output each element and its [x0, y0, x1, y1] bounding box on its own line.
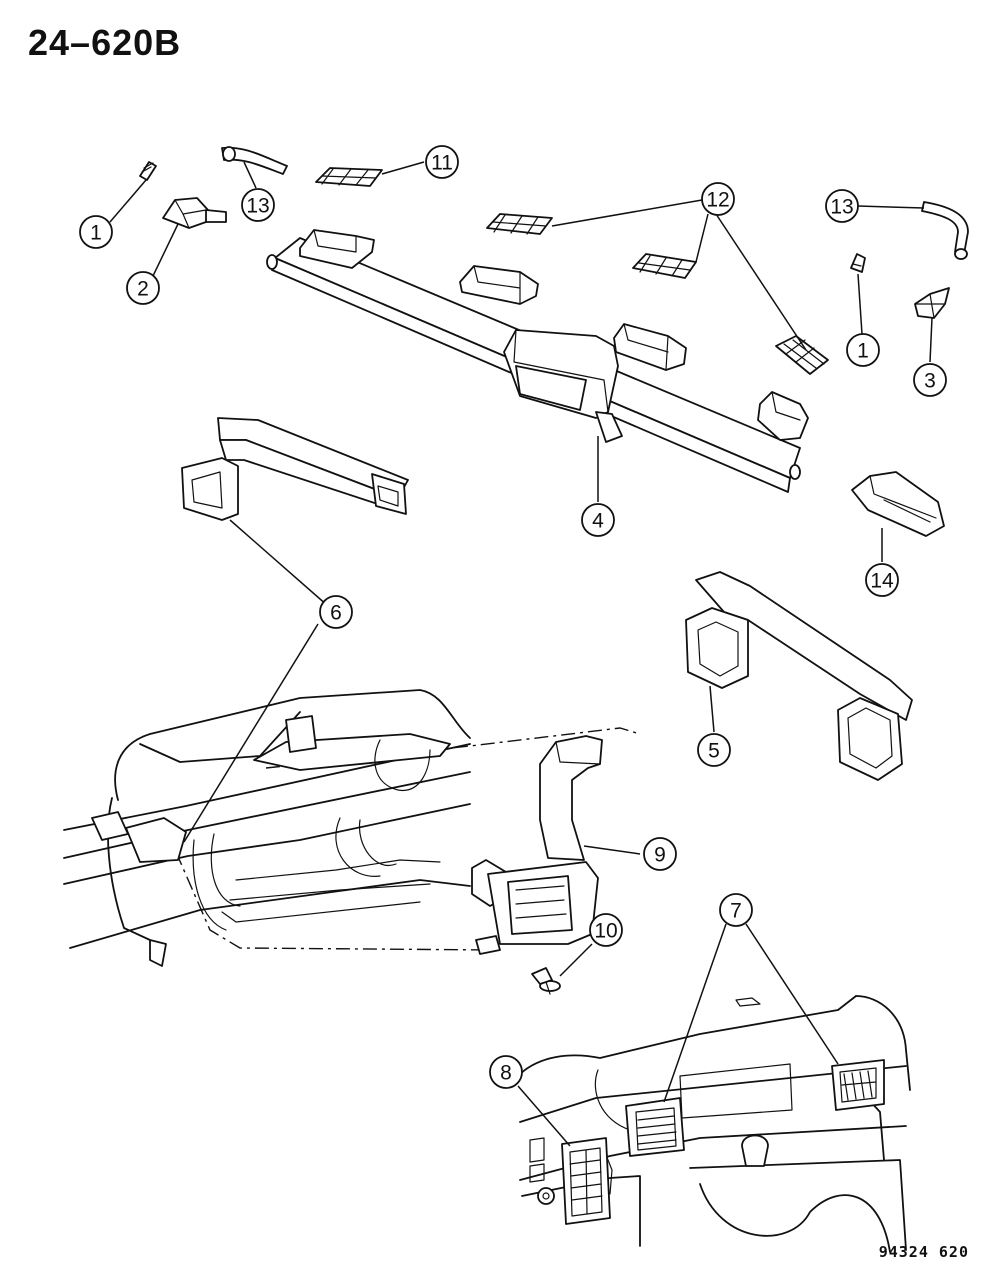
part-14-bezel: [851, 471, 945, 537]
svg-text:7: 7: [730, 900, 742, 923]
part-12-grille-c: [775, 335, 829, 375]
part-6-left-duct: [181, 417, 409, 521]
part-11-grille: [315, 167, 383, 187]
part-2-nozzle: [162, 197, 227, 229]
part-5-right-duct: [685, 571, 913, 781]
callout-13-right: 13: [825, 189, 859, 223]
part-13-right-hose: [921, 201, 969, 260]
part-13-left-hose: [221, 146, 288, 175]
callout-14: 14: [865, 563, 899, 597]
callout-5: 5: [697, 733, 731, 767]
callout-7: 7: [719, 893, 753, 927]
part-1-left-clip: [139, 161, 157, 181]
part-10-screw: [531, 967, 561, 995]
svg-text:10: 10: [594, 920, 617, 943]
part-12-grille-b: [632, 253, 697, 279]
part-7-outlet-center: [625, 1097, 685, 1157]
dash-assembly: [63, 689, 641, 967]
page-title: 24–620B: [28, 22, 182, 63]
svg-text:9: 9: [654, 844, 666, 867]
callout-2: 2: [126, 271, 160, 305]
svg-text:1: 1: [857, 340, 869, 363]
callout-4: 4: [581, 503, 615, 537]
callout-10: 10: [589, 913, 623, 947]
svg-text:4: 4: [592, 510, 604, 533]
svg-text:3: 3: [924, 370, 936, 393]
callout-1-right: 1: [846, 333, 880, 367]
callout-9: 9: [643, 837, 677, 871]
part-7-outlet-right: [831, 1059, 885, 1111]
callout-8: 8: [489, 1055, 523, 1089]
leader-lines: [109, 161, 933, 1147]
svg-text:11: 11: [431, 152, 453, 175]
svg-text:5: 5: [708, 740, 720, 763]
part-1-right-clip: [850, 253, 866, 273]
callout-11: 11: [425, 145, 459, 179]
svg-text:13: 13: [246, 195, 269, 218]
svg-text:6: 6: [330, 602, 342, 625]
part-8-outlet-left: [561, 1137, 611, 1225]
svg-text:2: 2: [137, 278, 149, 301]
callout-3: 3: [913, 363, 947, 397]
svg-text:1: 1: [90, 222, 102, 245]
svg-text:14: 14: [870, 570, 894, 593]
figure-id: 94324 620: [878, 1243, 969, 1261]
svg-text:8: 8: [500, 1062, 512, 1085]
part-3-fitting: [914, 287, 950, 319]
part-12-grille-a: [486, 213, 553, 235]
part-4-main-duct: [266, 229, 809, 493]
svg-text:13: 13: [830, 196, 853, 219]
callout-1-left: 1: [79, 215, 113, 249]
callout-12: 12: [701, 182, 735, 216]
callout-13-left: 13: [241, 188, 275, 222]
svg-text:12: 12: [706, 189, 729, 212]
callout-6: 6: [319, 595, 353, 629]
